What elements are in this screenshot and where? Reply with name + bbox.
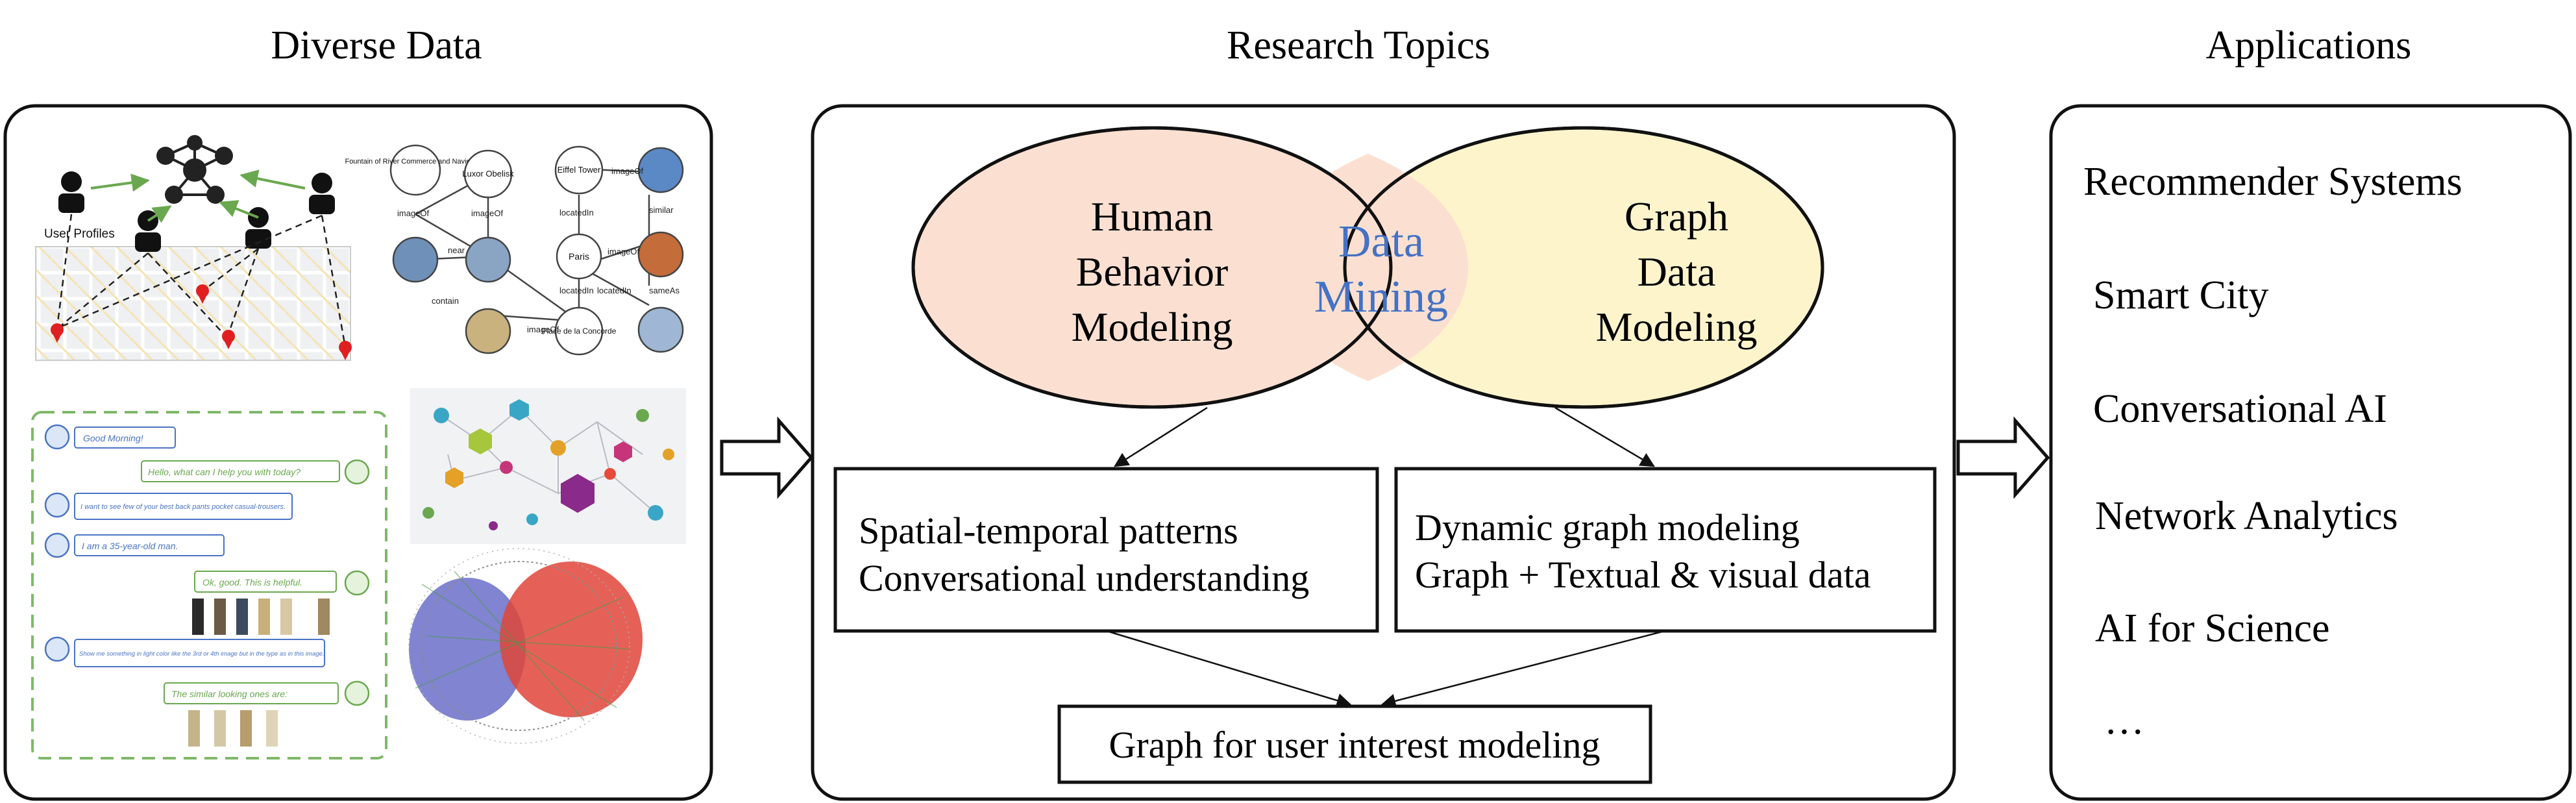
user-profile-icon	[309, 173, 335, 214]
venn-center-line-2: Mining	[1314, 272, 1448, 322]
application-item: Network Analytics	[2095, 494, 2398, 538]
kg-edge-label: near	[448, 245, 465, 255]
kg-node	[554, 306, 604, 356]
topic-box-left-line-1: Spatial-temporal patterns	[859, 510, 1238, 552]
venn-left-line-3: Modeling	[1072, 304, 1233, 350]
kg-photo-node	[392, 236, 439, 283]
network-hub-icon	[156, 135, 233, 204]
kg-edge-label: imageOf	[607, 247, 640, 256]
user-profiles-label: User Profiles	[44, 227, 115, 241]
chat-bubble-assistant	[164, 682, 339, 704]
kg-edge-label: similar	[649, 205, 674, 215]
venn-right-line-3: Modeling	[1596, 304, 1758, 350]
arrow-left-box-to-bottom	[1106, 630, 1352, 708]
chat-bubble-user	[74, 534, 225, 556]
arrow-to-right-box	[1554, 406, 1655, 467]
user-avatar-icon	[44, 424, 70, 450]
social-network-image	[410, 388, 686, 544]
section-title-research-topics: Research Topics	[1227, 23, 1490, 68]
section-title-applications: Applications	[2206, 23, 2412, 68]
assistant-avatar-icon	[344, 459, 370, 485]
map-pin-icon	[196, 284, 209, 304]
kg-edge-label: sameAs	[649, 286, 680, 295]
user-avatar-icon	[44, 492, 70, 518]
chat-bubble-assistant	[141, 460, 340, 482]
map-pin-icon	[51, 323, 64, 343]
chat-message: I want to see few of your best back pant…	[80, 503, 286, 511]
arrow-right-box-to-bottom	[1380, 630, 1665, 708]
venn-center-line-1: Data	[1338, 217, 1424, 267]
application-item: Smart City	[2093, 273, 2268, 317]
application-item: Recommender Systems	[2083, 160, 2462, 204]
application-item: AI for Science	[2095, 606, 2330, 650]
conversation-image: Good Morning! Hello, what can I help you…	[31, 411, 387, 760]
arrow-to-left-box	[1114, 406, 1208, 467]
venn-left-line-1: Human	[1091, 193, 1213, 240]
kg-photo-node	[637, 147, 684, 193]
kg-edge-label: locatedIn	[597, 286, 632, 295]
kg-photo-node	[637, 306, 684, 353]
user-profile-icon	[58, 171, 84, 213]
kg-photo-node	[637, 231, 684, 278]
topic-box-left-line-2: Conversational understanding	[859, 557, 1309, 599]
topic-box-graph-data	[1394, 467, 1937, 633]
kg-edge-label: contain	[432, 296, 459, 306]
user-avatar-icon	[44, 636, 70, 662]
topic-box-bottom-label: Graph for user interest modeling	[1109, 724, 1600, 766]
knowledge-graph-image: Fountain of River Commerce and Navigatio…	[345, 144, 684, 356]
kg-node-label: Luxor Obelisk	[462, 169, 514, 179]
application-item: Conversational AI	[2093, 387, 2387, 431]
topic-box-human-behavior	[833, 467, 1379, 633]
product-thumbnails	[188, 710, 278, 747]
kg-edge-label: locatedIn	[559, 286, 594, 295]
chat-message: Ok, good. This is helpful.	[202, 577, 302, 587]
kg-node-label: Fountain of River Commerce and Navigatio…	[345, 158, 485, 166]
topic-box-right-line-2: Graph + Textual & visual data	[1415, 554, 1871, 596]
venn-right-line-2: Data	[1638, 249, 1716, 295]
venn-left-line-2: Behavior	[1076, 249, 1229, 295]
chat-message: I am a 35-year-old man.	[82, 541, 178, 551]
kg-edge-label: imageOf	[471, 208, 504, 218]
chat-message: The similar looking ones are:	[171, 689, 288, 699]
product-thumbnails	[192, 599, 330, 635]
chat-message: Show me something in light color like th…	[79, 650, 325, 658]
kg-node	[554, 145, 604, 195]
venn-right-line-1: Graph	[1625, 193, 1728, 240]
kg-edge-label: imageOf	[527, 325, 559, 334]
flow-arrow-icon	[720, 416, 814, 499]
kg-edge-label: imageOf	[611, 166, 644, 176]
map-pin-icon	[222, 330, 235, 349]
kg-photo-node	[465, 236, 511, 283]
topic-box-right-line-1: Dynamic graph modeling	[1415, 506, 1800, 549]
user-avatar-icon	[44, 532, 70, 558]
kg-node-label: Paris	[569, 251, 589, 262]
kg-node-label: Eiffel Tower	[558, 165, 601, 175]
chat-bubble-user	[74, 493, 293, 520]
chat-bubble-user	[74, 639, 325, 667]
kg-node	[463, 149, 513, 199]
chat-bubble-assistant	[194, 571, 337, 593]
map-image: User Profiles	[35, 135, 352, 361]
kg-photo-node	[465, 308, 511, 354]
map-pin-icon	[339, 341, 352, 360]
chat-message: Hello, what can I help you with today?	[148, 467, 301, 477]
topic-box-user-interest	[1057, 704, 1652, 784]
kg-node	[389, 144, 441, 196]
kg-edge-label: locatedIn	[559, 208, 594, 217]
section-title-diverse-data: Diverse Data	[271, 23, 482, 68]
kg-node	[556, 233, 602, 280]
kg-node-label: Place de la Concorde	[542, 327, 617, 336]
flow-arrow-icon	[1956, 416, 2050, 499]
assistant-avatar-icon	[344, 680, 370, 706]
chat-bubble-user	[74, 426, 176, 449]
application-item: …	[2104, 698, 2144, 743]
large-graph-image	[408, 548, 643, 744]
kg-edge-label: imageOf	[397, 208, 430, 218]
assistant-avatar-icon	[344, 570, 370, 596]
applications-panel	[2049, 104, 2572, 801]
chat-message: Good Morning!	[83, 433, 143, 443]
